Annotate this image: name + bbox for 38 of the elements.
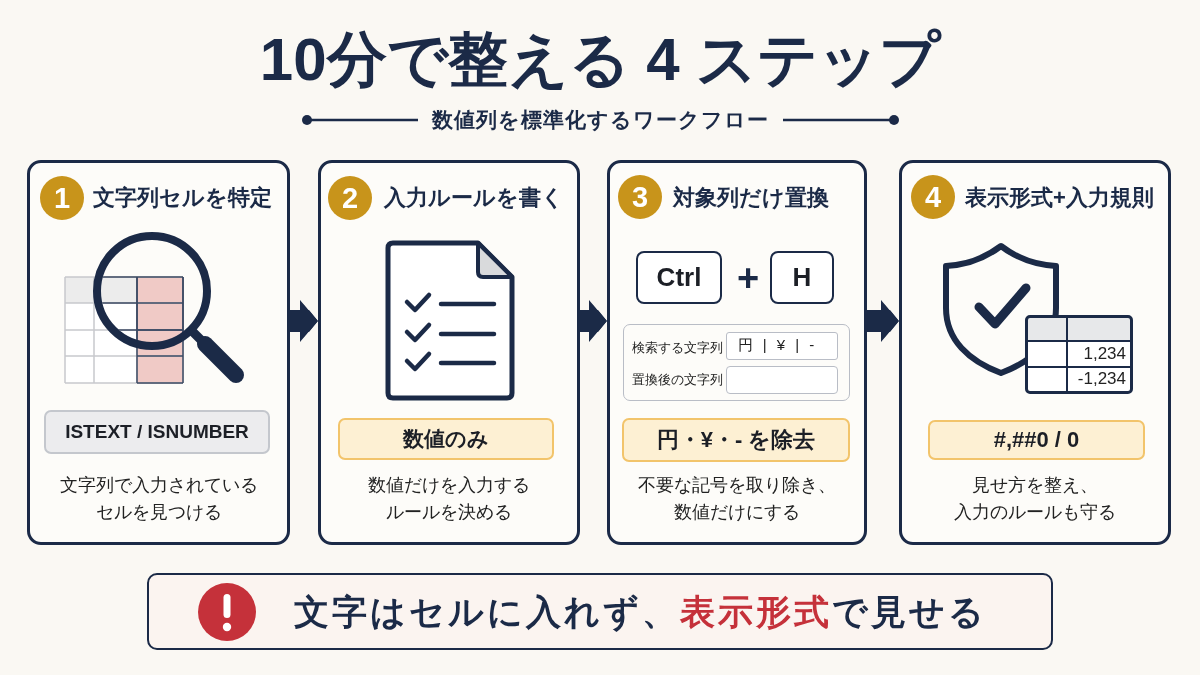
title: 10分で整える 4 ステップ — [259, 25, 941, 95]
arrow — [290, 300, 318, 342]
input-field — [725, 365, 838, 394]
step-number-badge: 3 — [618, 175, 662, 219]
step-heading: 文字列セルを特定 — [93, 184, 272, 212]
step-heading: 対象列だけ置換 — [673, 184, 829, 212]
step-card — [27, 160, 290, 545]
step-card — [899, 160, 1171, 545]
highlight-tag: #,##0 / 0 — [928, 420, 1145, 460]
field-label: 検索する文字列 — [632, 339, 723, 357]
arrow — [580, 300, 607, 342]
highlight-tag: 数値のみ — [338, 418, 554, 460]
number-cell: -1,234 — [1068, 367, 1130, 391]
number-cell: 1,234 — [1068, 342, 1130, 366]
step-number-badge: 2 — [328, 176, 372, 220]
spreadsheet-table — [1025, 315, 1133, 394]
plus-sign: + — [737, 257, 760, 299]
step-number-badge: 4 — [911, 175, 955, 219]
tip-banner — [147, 573, 1053, 650]
step-description: 見せ方を整え、入力のルールも守る — [953, 474, 1117, 524]
step-description: 文字列で入力されているセルを見つける — [58, 474, 259, 524]
step-card — [318, 160, 580, 545]
highlight-tag: 円・¥・- を除去 — [622, 418, 850, 462]
field-label: 置換後の文字列 — [632, 371, 723, 389]
step-heading: 表示形式+入力規則 — [965, 184, 1154, 212]
subtitle: 数値列を標準化するワークフロー — [431, 107, 769, 133]
input-field: 円 | ¥ | - — [725, 331, 838, 360]
banner-text: 文字はセルに入れず、表示形式で見せる — [294, 590, 987, 634]
step-number-badge: 1 — [40, 176, 84, 220]
step-card — [607, 160, 867, 545]
keyboard-key: H — [770, 251, 834, 304]
keyboard-key: Ctrl — [636, 251, 722, 304]
step-description: 数値だけを入力するルールを決める — [367, 474, 531, 524]
step-heading: 入力ルールを書く — [384, 184, 564, 212]
arrow — [867, 300, 899, 342]
code-tag: ISTEXT / ISNUMBER — [44, 410, 270, 454]
replace-dialog — [623, 324, 850, 401]
step-description: 不要な記号を取り除き、数値だけにする — [637, 474, 837, 524]
